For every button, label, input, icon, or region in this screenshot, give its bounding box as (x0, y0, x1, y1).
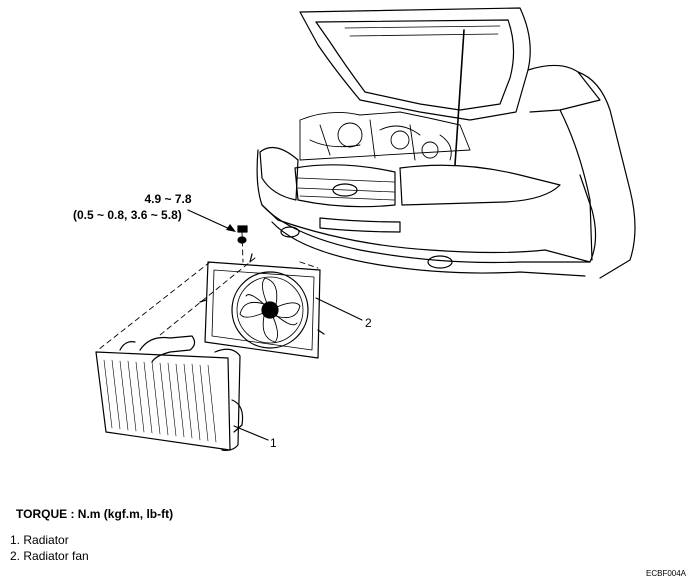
engine-bay (299, 111, 471, 161)
upper-hose (139, 335, 196, 363)
fan-blades (239, 277, 301, 343)
legend-item-label: Radiator fan (23, 549, 89, 563)
radiator-fins (103, 359, 217, 443)
legend-item-number: 1. (10, 533, 21, 547)
legend-item: 1. Radiator (10, 532, 89, 548)
hood-support-rod (454, 29, 465, 166)
hood-outline (299, 7, 531, 121)
mounting-bolt (237, 225, 248, 244)
assembly-guide-lines (97, 231, 319, 351)
car-front (256, 7, 636, 279)
callout-number-2: 2 (365, 316, 372, 330)
radiator-side-tank (214, 348, 241, 452)
legend-item-number: 2. (10, 549, 21, 563)
grille (294, 164, 396, 208)
torque-value-units-label: (0.5 ~ 0.8, 3.6 ~ 5.8) (73, 208, 182, 222)
fan-ring (231, 271, 309, 349)
torque-value-label: 4.9 ~ 7.8 (144, 192, 192, 206)
callout-number-1: 1 (270, 436, 277, 450)
hood-inner (315, 19, 515, 111)
fan-shroud (204, 261, 321, 359)
callout-2-leader (315, 297, 363, 321)
torque-units-heading: TORQUE : N.m (kgf.m, lb-ft) (16, 507, 174, 521)
headlamp-left (259, 146, 299, 201)
badge-emblem (332, 183, 358, 197)
front-bumper (256, 149, 597, 263)
headlamp-right (399, 164, 561, 206)
parts-legend: 1. Radiator 2. Radiator fan (10, 532, 89, 564)
callout-1-leader (233, 425, 269, 441)
radiator-assembly (95, 335, 244, 452)
radiator-core-outline (95, 351, 231, 451)
legend-item-label: Radiator (23, 533, 69, 547)
radiator-fan-assembly (199, 253, 325, 359)
figure-code: ECBF004A (646, 569, 687, 578)
legend-item: 2. Radiator fan (10, 548, 89, 564)
fan-motor-hub (261, 301, 279, 319)
torque-arrow (187, 209, 236, 232)
